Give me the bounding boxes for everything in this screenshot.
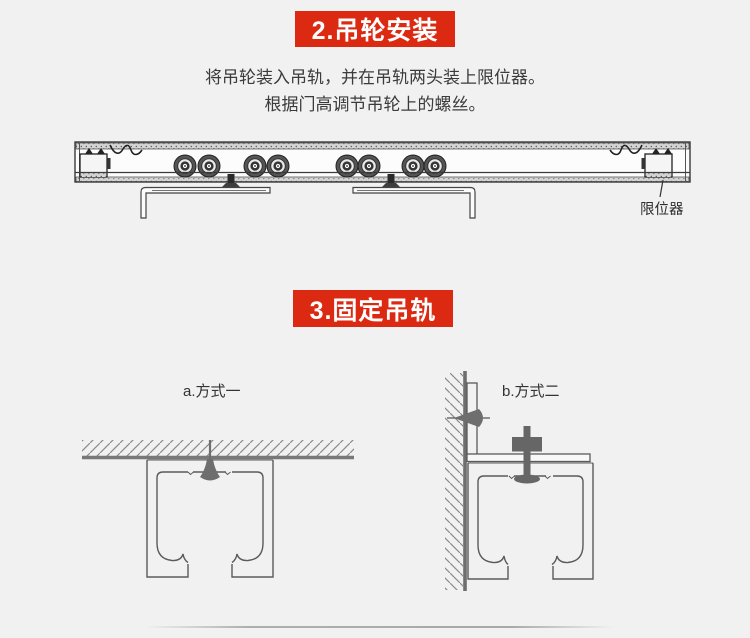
right-stopper bbox=[609, 144, 673, 178]
section-2-banner: 2.吊轮安装 bbox=[295, 11, 455, 47]
method-b-diagram bbox=[445, 371, 594, 591]
roller-wheel bbox=[173, 154, 197, 178]
roller-wheel bbox=[401, 154, 425, 178]
track-bolt bbox=[512, 426, 542, 484]
section-2-description: 将吊轮装入吊轨，并在吊轨两头装上限位器。 根据门高调节吊轮上的螺丝。 bbox=[0, 64, 750, 118]
wall-screw bbox=[447, 409, 490, 427]
left-stopper bbox=[79, 144, 143, 178]
roller-wheel bbox=[423, 154, 447, 178]
roller-wheel bbox=[335, 154, 359, 178]
track-bottom-strip bbox=[75, 176, 690, 182]
description-line-1: 将吊轮装入吊轨，并在吊轨两头装上限位器。 bbox=[205, 68, 545, 87]
ceiling-hatch bbox=[82, 440, 354, 456]
method-b-label: b.方式二 bbox=[502, 383, 560, 400]
right-hanger bbox=[352, 186, 476, 219]
stopper-leader-line bbox=[659, 179, 664, 198]
roller-wheels bbox=[173, 154, 447, 178]
hanging-track-diagram bbox=[74, 141, 691, 219]
roller-wheel bbox=[243, 154, 267, 178]
description-line-2: 根据门高调节吊轮上的螺丝。 bbox=[264, 95, 486, 114]
section-3-banner: 3.固定吊轨 bbox=[293, 290, 453, 327]
left-hanger bbox=[140, 186, 271, 219]
carriage-bolt-left bbox=[221, 174, 241, 188]
wall-hatch bbox=[445, 373, 463, 590]
roller-wheel bbox=[357, 154, 381, 178]
method-a-label: a.方式一 bbox=[183, 383, 241, 400]
track-profile-a bbox=[146, 459, 274, 578]
stopper-label: 限位器 bbox=[640, 202, 684, 218]
ceiling-screw bbox=[200, 440, 220, 481]
roller-wheel bbox=[197, 154, 221, 178]
method-a-diagram bbox=[82, 440, 354, 578]
bottom-divider bbox=[145, 626, 613, 628]
roller-wheel bbox=[266, 154, 290, 178]
track-top-strip bbox=[75, 142, 690, 150]
carriage-bolt-right bbox=[381, 174, 401, 188]
